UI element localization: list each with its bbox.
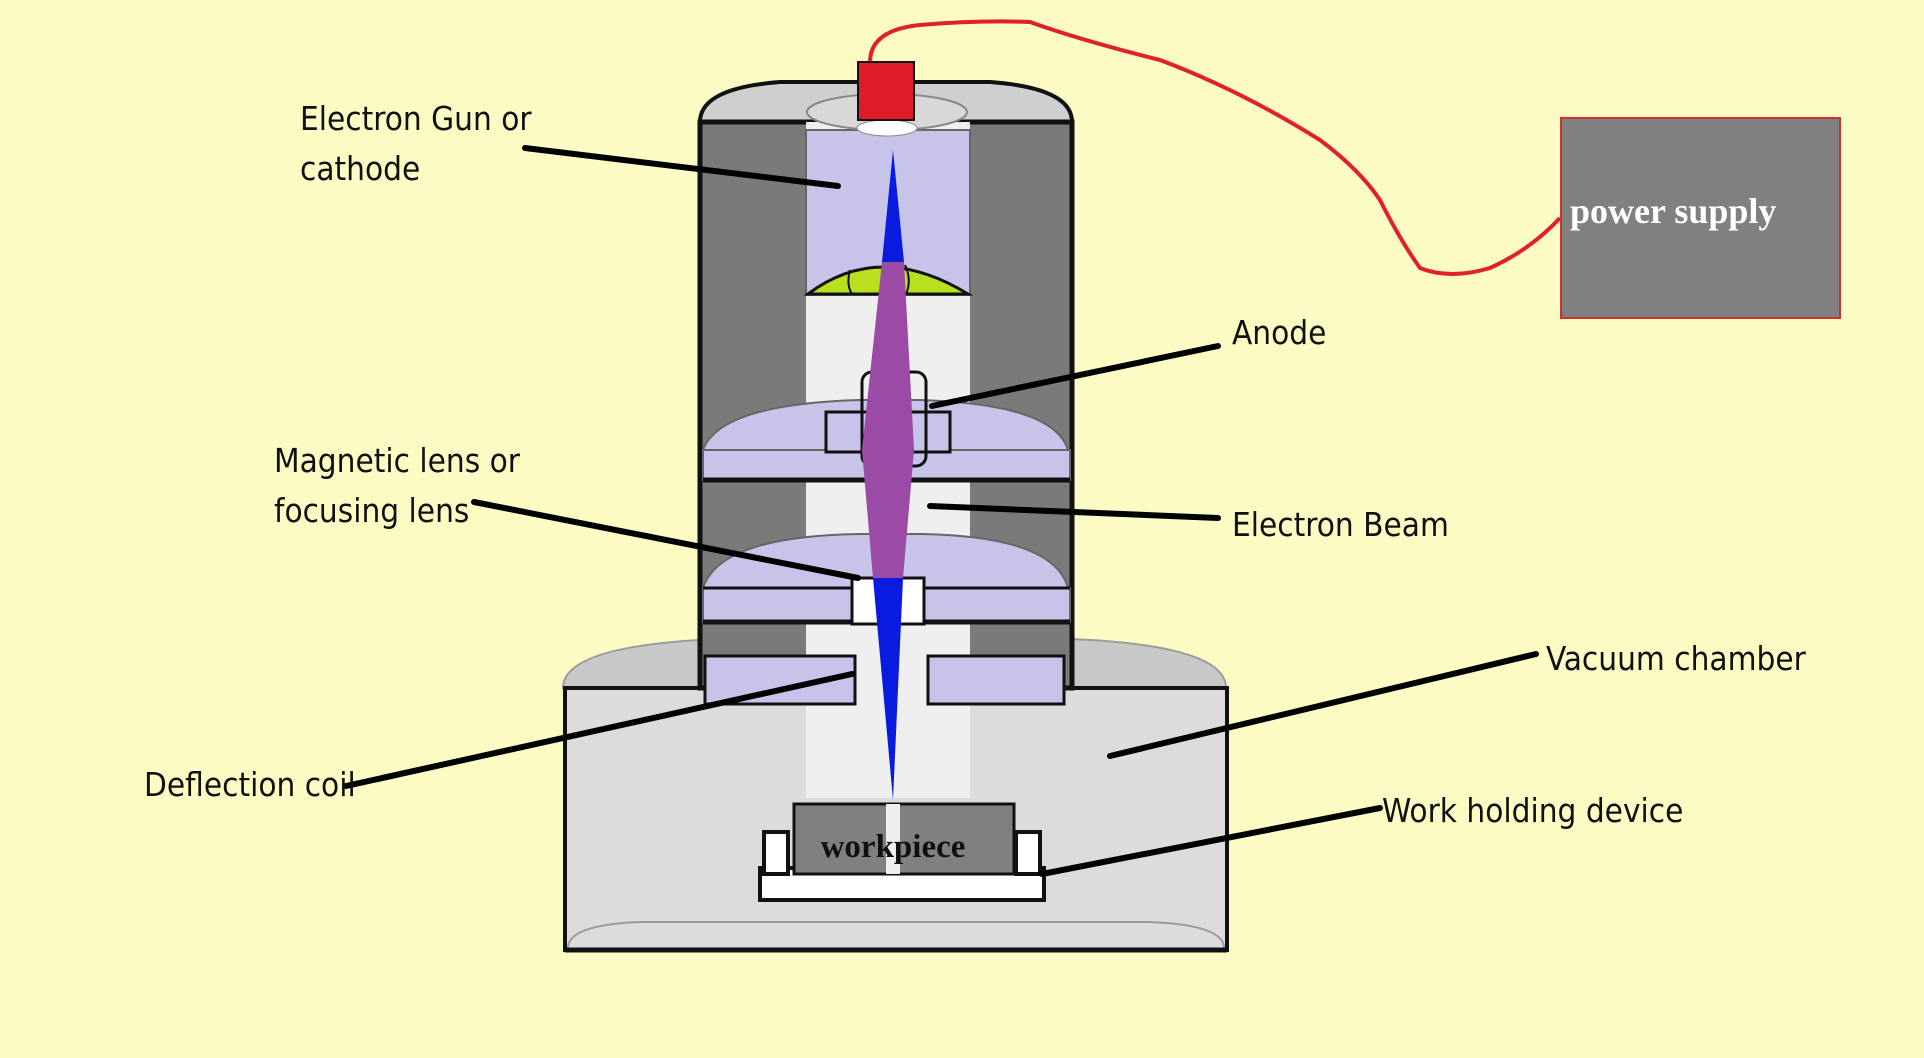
beam-lower-blue — [873, 578, 903, 800]
label-magnetic-lens-line2: focusing lens — [274, 491, 469, 530]
power-supply-box — [1560, 117, 1841, 319]
power-supply-label: power supply — [1570, 191, 1776, 231]
label-vacuum-chamber: Vacuum chamber — [1546, 639, 1807, 678]
label-magnetic-lens-line1: Magnetic lens or — [274, 441, 521, 480]
leader-anode — [929, 343, 1221, 409]
power-supply: power supply — [1560, 117, 1841, 319]
deflection-coil-assembly — [703, 654, 1066, 706]
leader-deflection-coil — [343, 671, 855, 789]
label-anode: Anode — [1232, 313, 1326, 352]
workpiece-label: workpiece — [821, 829, 966, 865]
label-work-holding-device: Work holding device — [1382, 791, 1683, 830]
beam-upper-blue — [882, 150, 904, 262]
leader-magnetic-lens — [471, 499, 861, 581]
leader-work-holding — [1039, 805, 1383, 877]
workpiece: workpiece — [792, 802, 1016, 876]
leader-electron-gun — [522, 145, 841, 189]
electron-beam — [862, 150, 914, 800]
vacuum-chamber-bottom-curve — [567, 921, 1225, 949]
cathode-terminal — [857, 61, 915, 121]
power-supply-wire — [868, 19, 1562, 276]
label-electron-beam: Electron Beam — [1232, 505, 1449, 544]
label-electron-gun-line1: Electron Gun or — [300, 99, 532, 138]
beam-purple-section — [862, 262, 914, 578]
leader-electron-beam — [927, 503, 1221, 521]
label-electron-gun-line2: cathode — [300, 149, 420, 188]
label-deflection-coil: Deflection coil — [144, 765, 356, 804]
labels: Electron Gun or cathode Anode Magnetic l… — [144, 99, 1807, 830]
leader-vacuum-chamber — [1107, 651, 1539, 759]
leader-lines — [343, 145, 1539, 877]
